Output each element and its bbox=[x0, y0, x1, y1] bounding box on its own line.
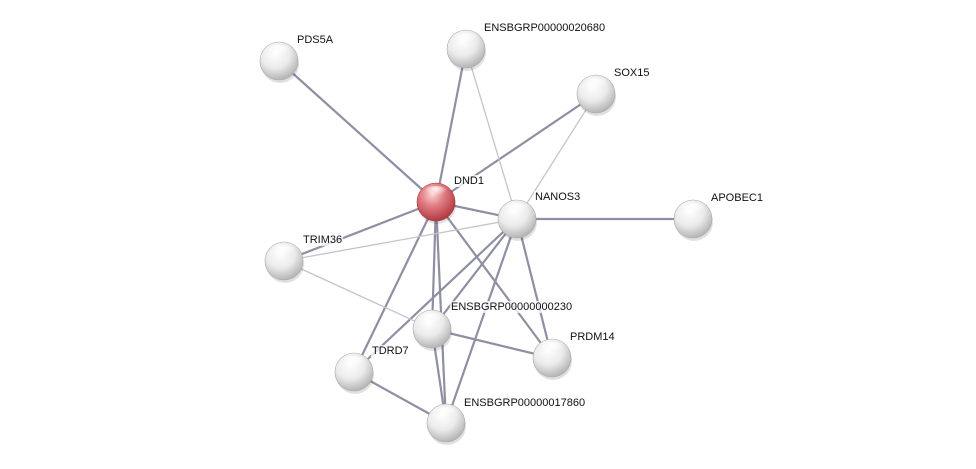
edge-layer bbox=[277, 47, 695, 425]
node-prdm14[interactable] bbox=[532, 338, 572, 380]
edge-dnd1-ensbgrp00000000230[interactable] bbox=[430, 200, 438, 331]
node-highlight bbox=[420, 313, 444, 327]
node-label-ensbgrp00000017860: ENSBGRP00000017860 bbox=[464, 397, 585, 409]
node-label-background bbox=[710, 192, 764, 204]
node-ensbgrp00000020680[interactable] bbox=[446, 29, 486, 71]
node-ensbgrp00000017860[interactable] bbox=[426, 403, 466, 445]
edge-nanos3-sox15[interactable] bbox=[516, 93, 597, 220]
node-label-trim36: TRIM36 bbox=[303, 234, 342, 246]
node-label-pds5a: PDS5A bbox=[297, 34, 334, 46]
node-label-prdm14: PRDM14 bbox=[570, 331, 615, 343]
node-highlight bbox=[505, 203, 529, 217]
node-label-background bbox=[371, 345, 410, 357]
edge-nanos3-trim36[interactable] bbox=[283, 218, 518, 262]
node-highlight bbox=[272, 245, 296, 259]
node-label-dnd1: DND1 bbox=[454, 175, 484, 187]
node-label-background bbox=[302, 234, 344, 246]
node-highlight bbox=[584, 78, 608, 92]
node-label-background bbox=[534, 191, 582, 203]
node-label-ensbgrp00000020680: ENSBGRP00000020680 bbox=[484, 22, 605, 34]
node-label-apobec1: APOBEC1 bbox=[711, 192, 763, 204]
node-sox15[interactable] bbox=[576, 74, 616, 116]
edge-dnd1-tdrd7[interactable] bbox=[352, 200, 438, 374]
node-label-background bbox=[569, 331, 616, 343]
edge-nanos3-ensbgrp00000020680[interactable] bbox=[465, 48, 518, 220]
node-label-background bbox=[613, 67, 651, 79]
node-label-nanos3: NANOS3 bbox=[535, 191, 580, 203]
edge-ensbgrp00000000230-prdm14[interactable] bbox=[430, 327, 554, 360]
node-label-background bbox=[463, 397, 587, 409]
edge-nanos3-ensbgrp00000000230[interactable] bbox=[430, 217, 519, 331]
node-trim36[interactable] bbox=[264, 241, 304, 283]
edge-dnd1-trim36[interactable] bbox=[282, 200, 438, 263]
node-label-background bbox=[450, 301, 574, 313]
edge-dnd1-pds5a[interactable] bbox=[277, 59, 438, 204]
node-highlight bbox=[681, 203, 705, 217]
node-label-ensbgrp00000000230: ENSBGRP00000000230 bbox=[451, 301, 572, 313]
edge-nanos3-ensbgrp00000017860[interactable] bbox=[444, 217, 519, 425]
node-nanos3[interactable] bbox=[497, 199, 537, 241]
node-label-background bbox=[483, 22, 607, 34]
node-label-background bbox=[453, 175, 485, 187]
node-highlight bbox=[454, 33, 478, 47]
node-ensbgrp00000000230[interactable] bbox=[412, 309, 452, 351]
node-label-background bbox=[296, 34, 335, 46]
node-pds5a[interactable] bbox=[259, 41, 299, 83]
node-highlight bbox=[540, 342, 564, 356]
node-tdrd7[interactable] bbox=[334, 352, 374, 394]
node-dnd1[interactable] bbox=[416, 182, 456, 224]
node-highlight bbox=[424, 186, 448, 200]
node-highlight bbox=[434, 407, 458, 421]
edge-dnd1-prdm14[interactable] bbox=[434, 200, 554, 360]
node-apobec1[interactable] bbox=[673, 199, 713, 241]
node-label-tdrd7: TDRD7 bbox=[372, 345, 409, 357]
edge-dnd1-ensbgrp00000020680[interactable] bbox=[434, 47, 468, 204]
edge-nanos3-prdm14[interactable] bbox=[515, 217, 554, 360]
node-highlight bbox=[267, 45, 291, 59]
node-label-sox15: SOX15 bbox=[614, 67, 649, 79]
edge-trim36-ensbgrp00000000230[interactable] bbox=[283, 260, 433, 330]
node-highlight bbox=[342, 356, 366, 370]
